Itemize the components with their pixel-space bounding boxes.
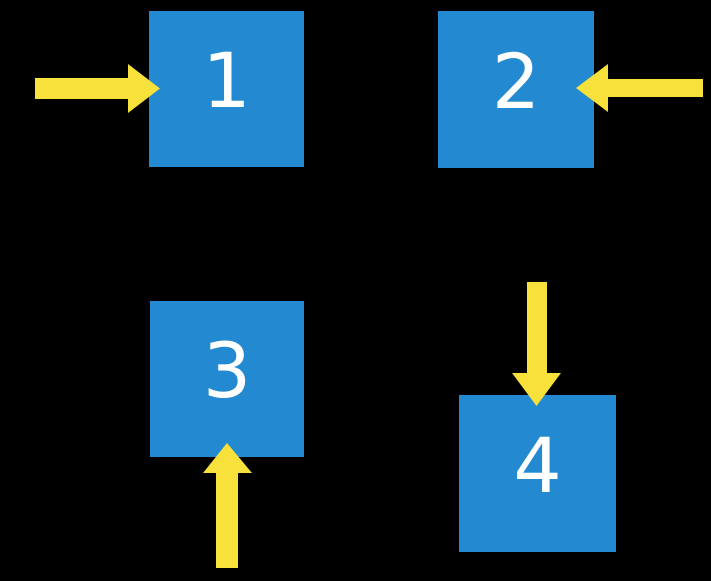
arrow-right-icon (35, 64, 160, 113)
arrow-down-icon (512, 282, 561, 406)
square-1-label: 1 (202, 36, 251, 125)
square-1: 1 (149, 11, 304, 167)
arrow-up-icon (203, 443, 252, 568)
square-4: 4 (459, 395, 616, 552)
square-3-label: 3 (202, 326, 252, 415)
square-3: 3 (150, 301, 304, 457)
square-4-label: 4 (513, 420, 562, 510)
square-2: 2 (438, 11, 594, 168)
square-2-label: 2 (491, 36, 541, 126)
arrow-left-icon (576, 64, 703, 112)
